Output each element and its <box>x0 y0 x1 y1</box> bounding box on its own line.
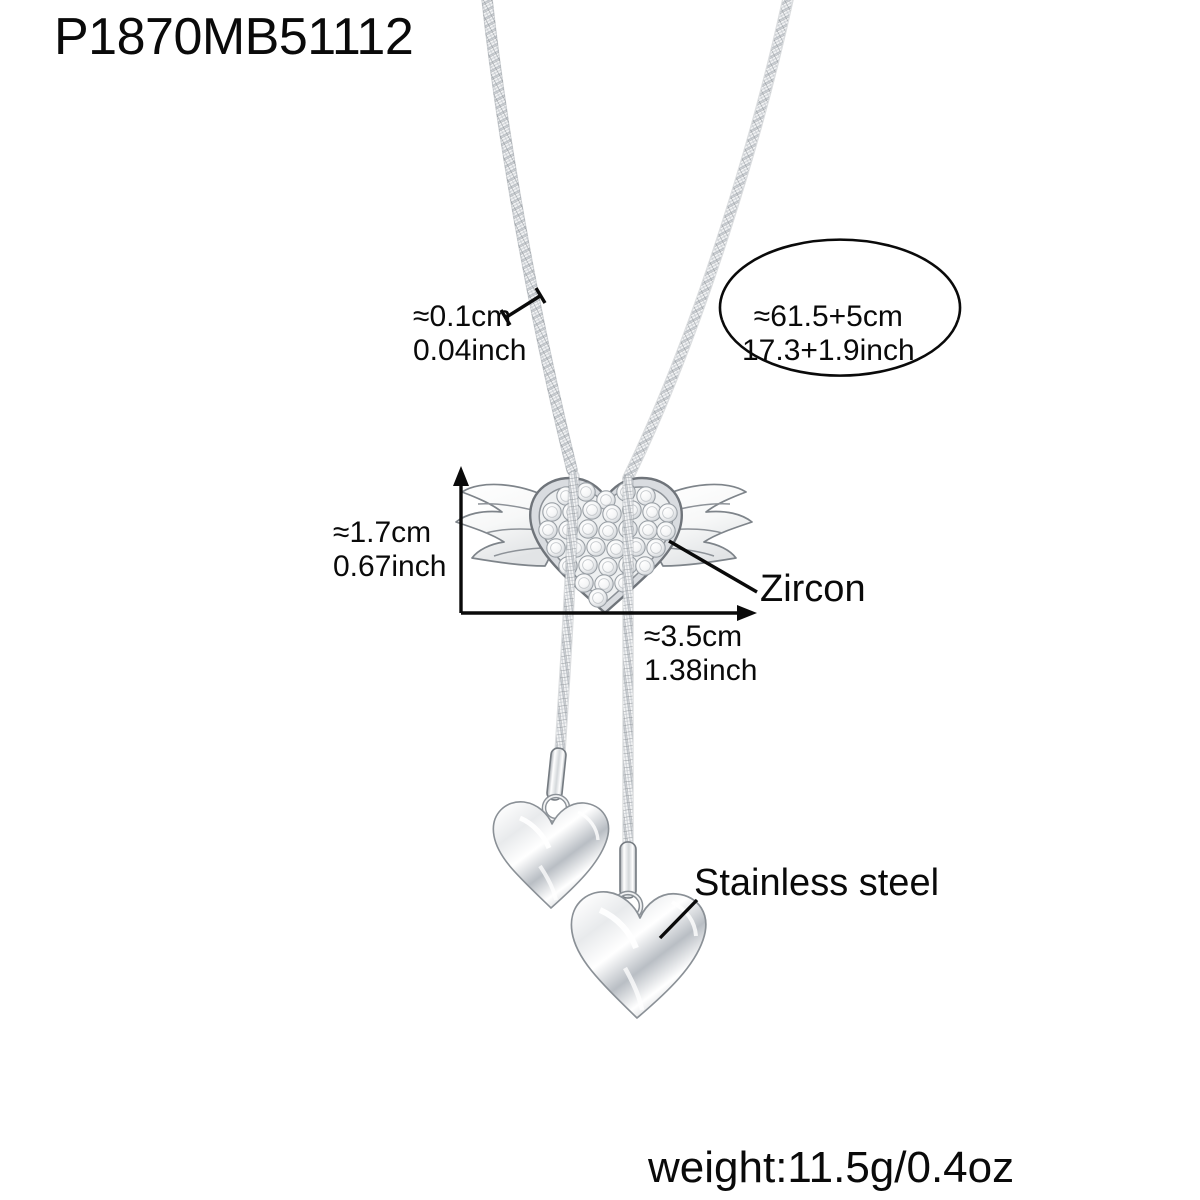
stainless-steel-material-label: Stainless steel <box>694 862 940 904</box>
chain-length-ellipse <box>718 238 962 377</box>
zircon-material-label: Zircon <box>760 568 866 610</box>
leader-line-stainless-steel <box>658 898 699 940</box>
charm-left <box>492 747 610 909</box>
puffy-heart-charm-left <box>492 801 610 909</box>
weight-label: weight:11.5g/0.4oz <box>648 1143 1015 1192</box>
chain-left-upper <box>481 0 578 476</box>
pendant-height-label: ≈1.7cm 0.67inch <box>333 516 447 583</box>
end-cap-right <box>619 841 637 899</box>
chain-length-label: ≈61.5+5cm 17.3+1.9inch <box>742 300 915 367</box>
charm-right <box>570 841 707 1019</box>
dimension-axes <box>453 466 757 621</box>
chain-tail-left <box>554 470 580 758</box>
winged-heart-pendant <box>529 476 683 614</box>
pendant-width-label: ≈3.5cm 1.38inch <box>644 620 758 687</box>
product-code: P1870MB51112 <box>54 8 414 66</box>
end-cap-left <box>546 747 567 801</box>
chain-right-upper <box>622 0 794 484</box>
caliper-marker-icon <box>499 287 547 326</box>
leader-line-zircon <box>668 539 758 594</box>
chain-thickness-label: ≈0.1cm 0.04inch <box>413 300 527 367</box>
